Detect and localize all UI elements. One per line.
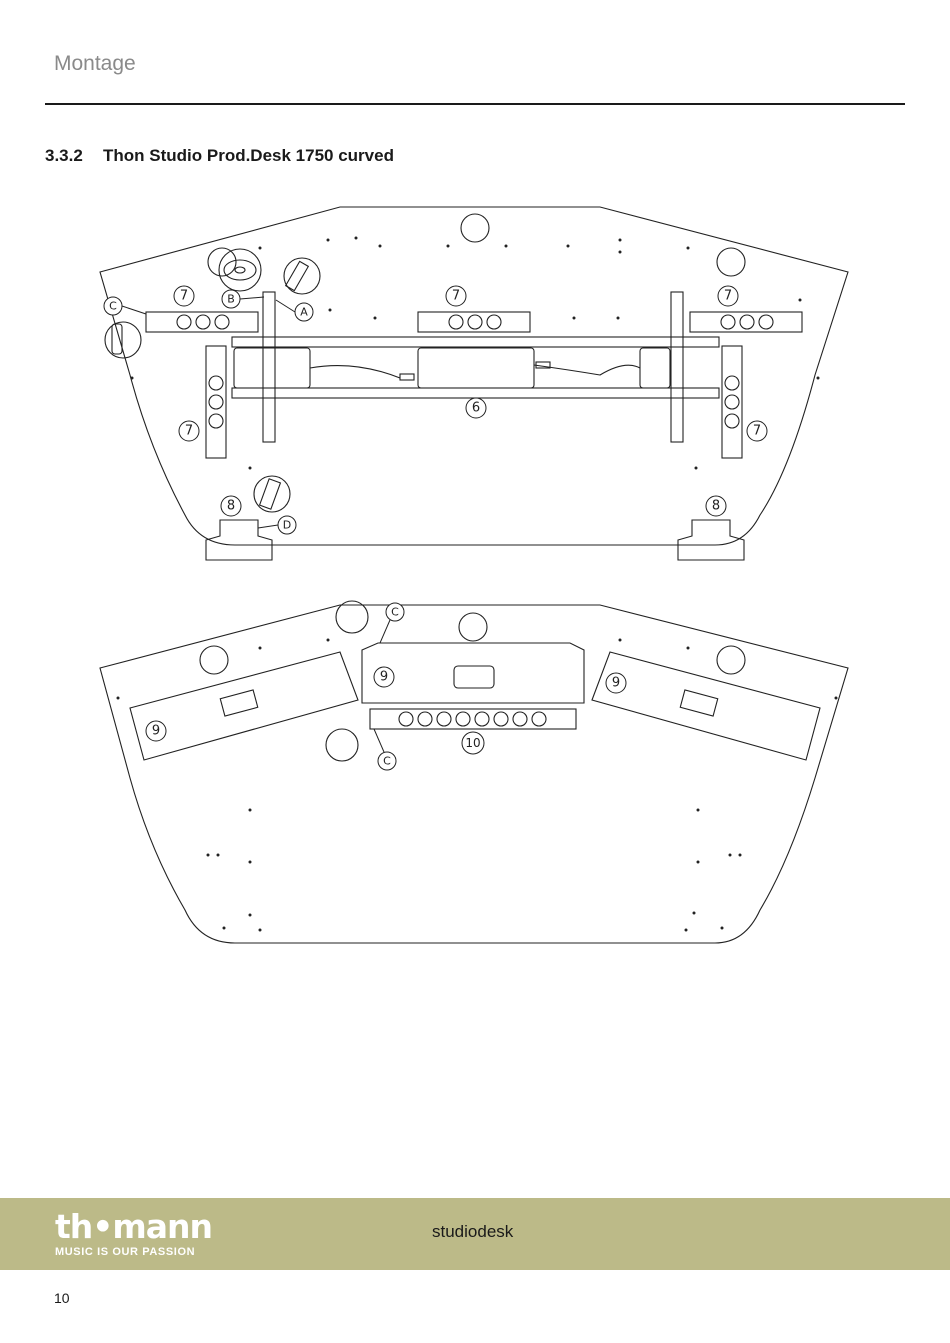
assembly-illustration: 7 7 7 7 7 6 8 8 C B A D C C 9 9 9 10 [99, 206, 849, 944]
callout-9-right: 9 [612, 676, 620, 691]
callout-c-lower-bottom: C [383, 755, 391, 768]
logo-wordmark: th•mann [55, 1207, 213, 1246]
footer-band [0, 1198, 950, 1270]
section-heading: 3.3.2 Thon Studio Prod.Desk 1750 curved [45, 146, 394, 166]
callout-9-center: 9 [380, 670, 388, 685]
brand-logo: th•mann MUSIC IS OUR PASSION [55, 1207, 213, 1258]
header-section-title: Montage [54, 52, 136, 75]
header-rule [45, 103, 905, 105]
section-title: Thon Studio Prod.Desk 1750 curved [103, 146, 394, 165]
callout-c-lower-top: C [391, 606, 399, 619]
callout-6: 6 [472, 401, 480, 416]
logo-tagline: MUSIC IS OUR PASSION [55, 1246, 196, 1258]
callout-d: D [283, 519, 291, 532]
callout-7-top-center: 7 [452, 289, 460, 304]
page-number: 10 [54, 1290, 70, 1306]
callout-8-right: 8 [712, 499, 720, 514]
desk-top-outline-lower [99, 604, 849, 944]
callout-a: A [300, 306, 308, 319]
callout-7-left: 7 [185, 424, 193, 439]
section-number: 3.3.2 [45, 146, 83, 165]
callout-7-top-right: 7 [724, 289, 732, 304]
callout-10: 10 [465, 736, 480, 750]
callout-8-left: 8 [227, 499, 235, 514]
footer-product-name: studiodesk [432, 1222, 514, 1241]
desk-top-outline-upper [99, 206, 849, 546]
callout-b: B [227, 293, 235, 306]
callout-7-top-left: 7 [180, 289, 188, 304]
callout-7-right: 7 [753, 424, 761, 439]
callout-c-top: C [109, 300, 117, 313]
callout-9-left: 9 [152, 724, 160, 739]
